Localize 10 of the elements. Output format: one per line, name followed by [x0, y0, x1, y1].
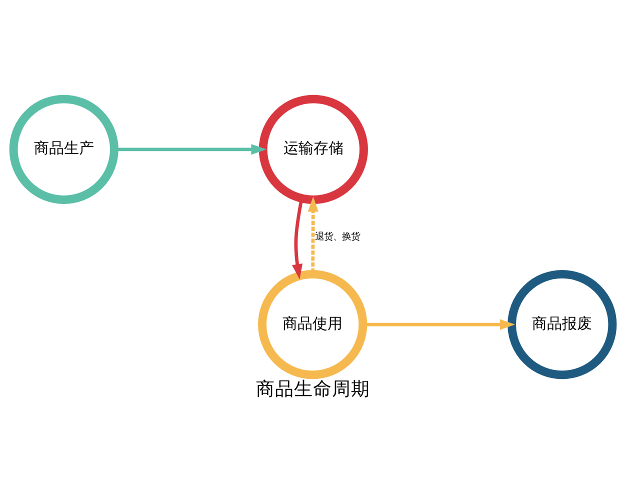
node-circle: 商品使用	[258, 269, 368, 379]
node-circle: 商品报废	[508, 269, 617, 379]
node-circle: 运输存储	[258, 94, 368, 204]
arrow	[292, 199, 304, 279]
node-circle: 商品生产	[9, 94, 118, 204]
diagram-title: 商品生命周期	[256, 378, 370, 400]
arrow	[364, 318, 516, 330]
arrow	[116, 144, 266, 154]
arrow	[308, 196, 318, 272]
edge-label: 退货、换货	[315, 230, 360, 242]
